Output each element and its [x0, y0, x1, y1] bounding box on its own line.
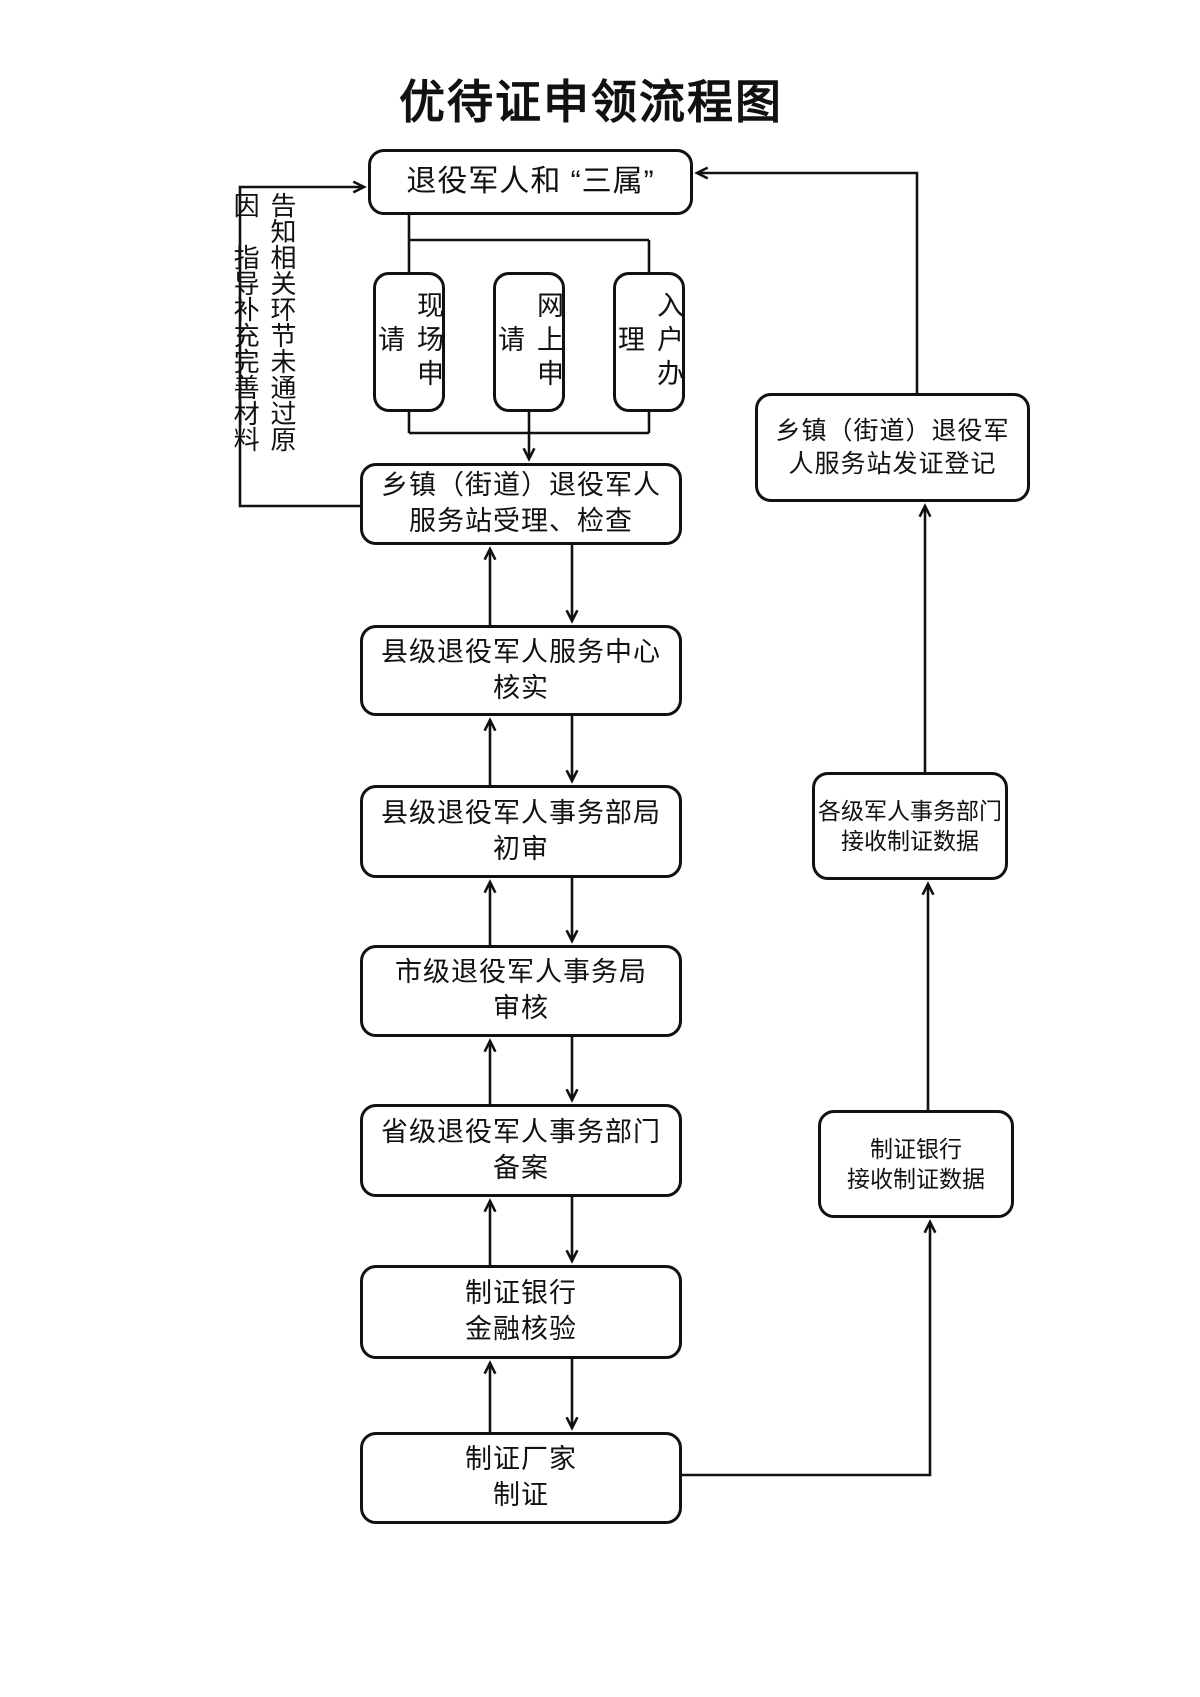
arrow-issue-register-to-applicant	[694, 166, 919, 393]
node-applicant-label: 退役军人和 “三属”	[406, 165, 655, 199]
node-county-bureau-line1: 县级退役军人事务部局	[381, 797, 661, 828]
feedback-annotation: 告知相关环节未通过原因 指导补充完善材料	[230, 192, 297, 452]
node-county-bureau-line2: 初审	[493, 833, 549, 864]
node-dept-receive-line2: 接收制证数据	[841, 828, 979, 854]
node-city-bureau-audit: 市级退役军人事务局 审核	[360, 945, 682, 1037]
node-bank-receive-data: 制证银行 接收制证数据	[818, 1110, 1014, 1218]
node-applicant: 退役军人和 “三属”	[368, 149, 693, 215]
node-bank-check-line2: 金融核验	[465, 1314, 577, 1344]
node-town-issue-register: 乡镇（街道）退役军 人服务站发证登记	[755, 393, 1030, 502]
node-card-maker: 制证厂家 制证	[360, 1432, 682, 1524]
node-province-dept-record: 省级退役军人事务部门 备案	[360, 1104, 682, 1197]
node-bank-finance-check: 制证银行 金融核验	[360, 1265, 682, 1359]
node-method-onsite: 现场申请	[373, 272, 445, 412]
node-dept-receive-line1: 各级军人事务部门	[818, 797, 1002, 824]
node-bank-receive-line1: 制证银行	[870, 1135, 962, 1162]
node-method-online: 网上申请	[493, 272, 565, 412]
node-bank-check-line1: 制证银行	[465, 1278, 577, 1309]
node-county-bureau-review: 县级退役军人事务部局 初审	[360, 785, 682, 878]
node-issue-register-line1: 乡镇（街道）退役军	[775, 416, 1010, 445]
arrow-feedback-town-accept-to-applicant	[238, 180, 367, 508]
node-province-dept-line1: 省级退役军人事务部门	[381, 1116, 661, 1147]
page-title: 优待证申领流程图	[399, 76, 783, 128]
node-city-bureau-line2: 审核	[493, 993, 549, 1023]
node-issue-register-line2: 人服务站发证登记	[788, 449, 997, 478]
node-town-accept: 乡镇（街道）退役军人 服务站受理、检查	[360, 463, 682, 545]
node-city-bureau-line1: 市级退役军人事务局	[395, 957, 647, 988]
node-card-maker-line1: 制证厂家	[465, 1444, 577, 1475]
node-town-accept-line1: 乡镇（街道）退役军人	[381, 470, 661, 501]
arrow-card-maker-to-bank-receive	[682, 1219, 937, 1477]
node-province-dept-line2: 备案	[493, 1152, 549, 1183]
node-county-center-line1: 县级退役军人服务中心	[381, 636, 661, 667]
node-bank-receive-line2: 接收制证数据	[847, 1166, 985, 1192]
node-dept-receive-data: 各级军人事务部门 接收制证数据	[812, 772, 1008, 880]
node-county-center-verify: 县级退役军人服务中心 核实	[360, 625, 682, 716]
node-method-door: 入户办理	[613, 272, 685, 412]
node-town-accept-line2: 服务站受理、检查	[409, 506, 633, 536]
node-card-maker-line2: 制证	[493, 1480, 549, 1510]
node-county-center-line2: 核实	[493, 672, 549, 703]
